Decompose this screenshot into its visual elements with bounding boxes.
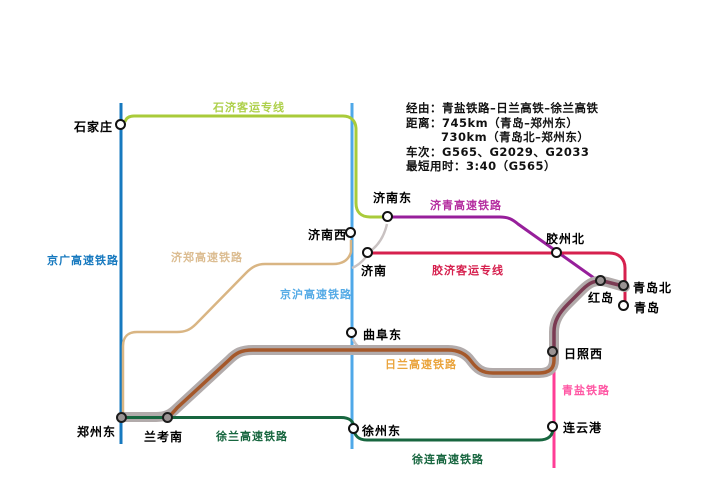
jizheng-line [121,240,353,414]
station-label-rizhaoxi: 日照西 [564,347,604,361]
station-label-qingdao: 青岛 [634,301,661,315]
xulan-line-label: 徐兰高速铁路 [216,430,288,443]
station-label-jinan: 济南 [361,264,388,278]
station-qingdao [618,300,629,311]
station-jinandong [382,211,393,222]
station-label-jiaozhoubei: 胶州北 [546,232,586,246]
station-jiaozhoubei [551,247,562,258]
shiji-line [123,114,389,219]
station-label-xuzhoudong: 徐州东 [362,424,402,438]
station-qingdaobei [618,280,629,291]
xulan-xulian-line [122,416,555,442]
station-label-shijiazhuang: 石家庄 [74,120,114,134]
station-shijiazhuang [115,119,126,130]
trip-info-duration: 最短用时：3:40（G565） [406,159,557,174]
station-zhengzhoudong [116,412,127,423]
station-label-zhengzhoudong: 郑州东 [77,425,117,439]
trip-info-distance: 距离：745km（青岛–郑州东） [406,115,579,130]
station-lianyungang [547,421,558,432]
rilan-line-label: 日兰高速铁路 [385,358,457,371]
station-label-hongdao: 红岛 [588,291,615,305]
trip-info-panel: 经由：青盐铁路–日兰高铁–徐兰高铁 距离：745km（青岛–郑州东） 730km… [406,101,599,174]
station-label-qingdaobei: 青岛北 [633,281,673,295]
xulian-line-label: 徐连高速铁路 [412,453,484,466]
jiaoji-line-label: 胶济客运专线 [432,264,504,277]
trip-info-distance-2: 730km（青岛北–郑州东） [441,130,590,145]
jinghu-line-label: 京沪高速铁路 [280,288,352,301]
jingguang-line-label: 京广高速铁路 [47,254,119,267]
station-jinan [362,247,373,258]
jizheng-line-label: 济郑高速铁路 [171,251,243,264]
jiqing-line-label: 济青高速铁路 [430,199,502,212]
shiji-line-label: 石济客运专线 [213,101,285,114]
qingyan-line-label: 青盐铁路 [562,384,610,397]
station-xuzhoudong [348,423,359,434]
station-label-jinanxi: 济南西 [308,228,348,242]
rilan-line [167,348,556,419]
station-label-lianyungang: 连云港 [563,421,603,435]
trip-info-via: 经由：青盐铁路–日兰高铁–徐兰高铁 [406,101,599,115]
station-label-qufudong: 曲阜东 [363,328,403,342]
station-jinanxi [345,227,356,238]
station-label-jinandong: 济南东 [373,191,413,205]
station-label-lankaonan: 兰考南 [144,430,184,444]
station-rizhaoxi [547,346,558,357]
station-hongdao [595,275,606,286]
trip-info-trains: 车次：G565、G2029、G2033 [406,144,590,159]
station-lankaonan [162,412,173,423]
jiaoji-line [368,251,627,306]
station-qufudong [346,327,357,338]
